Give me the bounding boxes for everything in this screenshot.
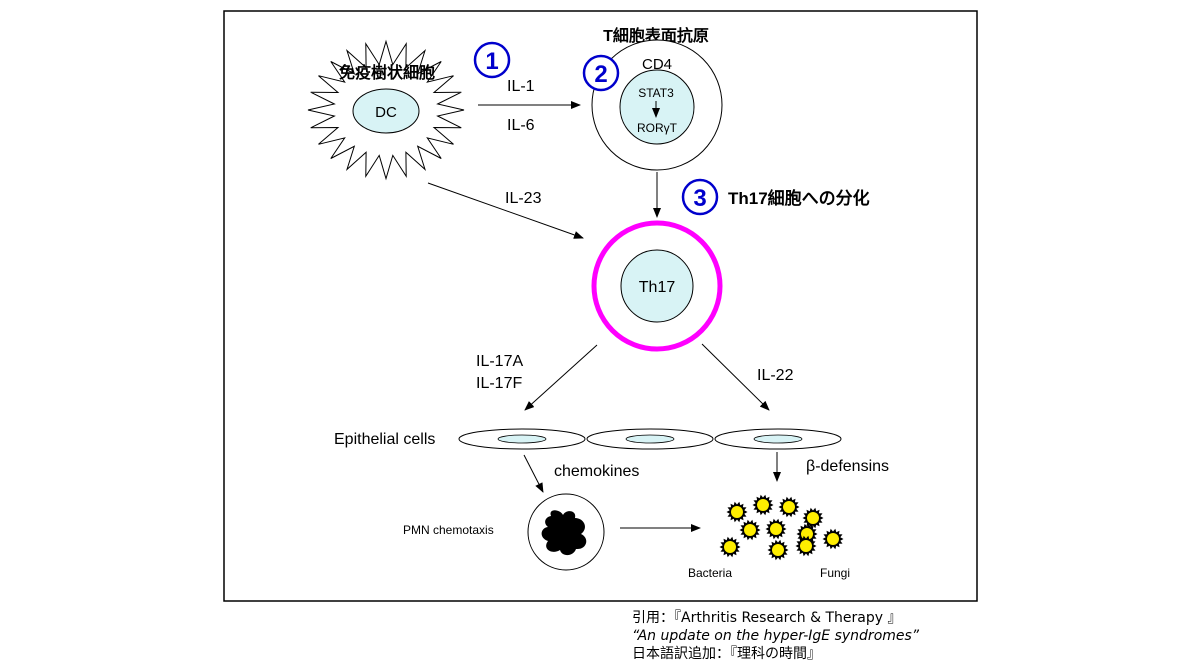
microbe (822, 528, 844, 550)
epithelial-cells-label: Epithelial cells (334, 431, 435, 448)
citation-title: “An update on the hyper-IgE syndromes” (632, 628, 920, 644)
il17f-label: IL-17F (476, 375, 522, 392)
fungi-label: Fungi (820, 566, 850, 580)
rorgt-label: RORγT (637, 121, 678, 135)
microbe (752, 494, 774, 516)
cd4-label: CD4 (642, 56, 672, 73)
microbe (795, 535, 817, 557)
microbe (767, 539, 789, 561)
dc-title: 免疫樹状細胞 (339, 63, 435, 82)
dc-label: DC (375, 104, 397, 121)
t-cell-nucleus (619, 69, 695, 145)
th17-nucleus (620, 249, 694, 323)
microbe (726, 501, 748, 523)
epithelial-nucleus-1 (497, 434, 547, 444)
th17-label: Th17 (639, 279, 676, 296)
citation: 引用：『Arthritis Research & Therapy 』 “An u… (632, 609, 1192, 663)
il17-arrow (524, 344, 598, 411)
pmn-nucleus (541, 510, 587, 556)
bacteria-label: Bacteria (688, 566, 732, 580)
microbe (778, 496, 800, 518)
microbe (739, 519, 761, 541)
dc-nucleus (352, 88, 420, 134)
epithelial-nucleus-2 (625, 434, 675, 444)
il22-arrow (701, 343, 770, 411)
step-2-number: 2 (594, 61, 607, 88)
stat3-label: STAT3 (638, 86, 674, 100)
t-surface-antigen-title: T細胞表面抗原 (603, 26, 709, 45)
defensins-label: β-defensins (806, 458, 889, 475)
il23-arrow (427, 182, 584, 239)
th17-differentiation-label: Th17細胞への分化 (728, 188, 870, 208)
microbe-cluster (719, 494, 844, 561)
step-1-badge (473, 41, 511, 79)
step-2-badge (582, 54, 620, 92)
chemokines-label: chemokines (554, 463, 639, 480)
il17a-label: IL-17A (476, 353, 523, 370)
microbe (802, 507, 824, 529)
il22-label: IL-22 (757, 367, 794, 384)
step-1-number: 1 (485, 48, 498, 75)
citation-source: 引用：『Arthritis Research & Therapy 』 (632, 610, 902, 626)
microbe (765, 518, 787, 540)
step-3-badge (681, 178, 719, 216)
il1-label: IL-1 (507, 78, 535, 95)
microbe (719, 536, 741, 558)
citation-translation-note: 日本語訳追加：『理科の時間』 (632, 646, 821, 662)
step-3-number: 3 (693, 185, 706, 212)
chemokines-arrow (523, 454, 544, 493)
il23-label: IL-23 (505, 190, 542, 207)
epithelial-nucleus-3 (753, 434, 803, 444)
il6-label: IL-6 (507, 117, 535, 134)
pmn-chemotaxis-label: PMN chemotaxis (403, 523, 494, 537)
